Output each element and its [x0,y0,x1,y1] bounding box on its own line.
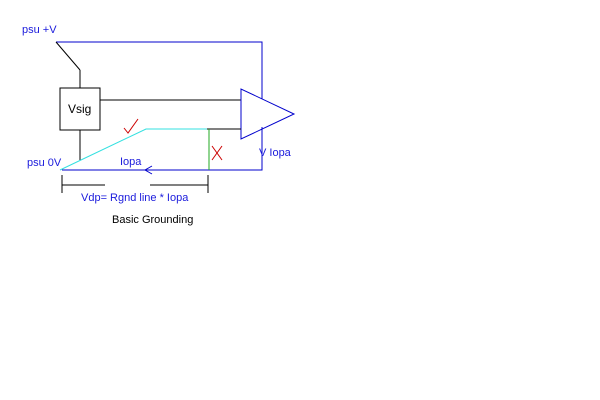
cross-mark-icon [211,145,223,161]
psu-zero-label: psu 0V [27,157,62,169]
psu-positive-rail [56,41,263,100]
vsig-source-box [59,87,101,131]
psu-positive-label: psu +V [22,24,57,36]
diagram-caption: Basic Grounding [112,214,193,226]
return-current-label: Iopa [120,156,142,168]
good-ground-path [59,128,207,171]
psu-positive-to-source [55,41,81,71]
opamp-triangle [240,88,296,140]
vsig-label: Vsig [68,102,91,116]
check-mark-icon [123,118,139,134]
opamp-supply-label: V Iopa [259,147,292,159]
current-arrow [143,165,153,175]
drop-formula-label: Vdp= Rgnd line * Iopa [81,192,189,204]
opamp-ground-lead [62,127,263,171]
